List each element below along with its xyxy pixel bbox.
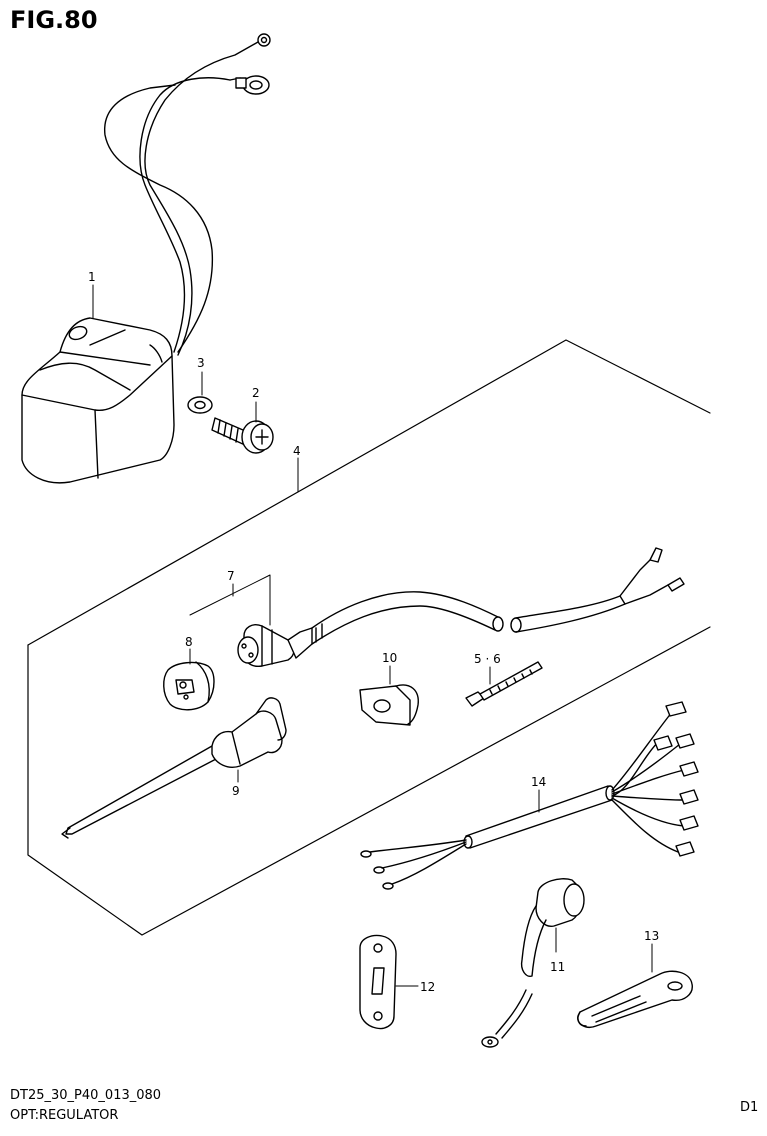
callout-12: 12 xyxy=(420,980,435,994)
callout-labels: 1 2 3 4 5 · 6 7 8 9 10 11 12 13 14 xyxy=(88,270,659,994)
callout-10: 10 xyxy=(382,651,397,665)
callout-1: 1 xyxy=(88,270,96,284)
callout-14: 14 xyxy=(531,775,546,789)
cable-end-part xyxy=(510,547,685,633)
callout-7: 7 xyxy=(227,569,235,583)
harness-frame xyxy=(27,339,711,936)
callout-5-6: 5 · 6 xyxy=(474,652,501,666)
footer-page-code: D1 xyxy=(740,1100,759,1115)
grommet-part xyxy=(359,665,419,726)
switch-part xyxy=(481,878,585,1048)
connector-cable-part xyxy=(237,591,504,667)
sensor-probe-part xyxy=(61,697,287,839)
washer-part xyxy=(187,371,213,414)
cable-tie-part xyxy=(465,661,543,707)
callout-2: 2 xyxy=(252,386,260,400)
callout-7-bracket xyxy=(189,574,271,626)
bolt-part xyxy=(211,401,274,454)
callout-11: 11 xyxy=(550,960,565,974)
regulator-part xyxy=(21,33,271,484)
callout-13: 13 xyxy=(644,929,659,943)
wire-harness-part xyxy=(360,701,699,890)
footer-caption: OPT:REGULATOR xyxy=(10,1108,119,1123)
footer-part-code: DT25_30_P40_013_080 xyxy=(10,1088,162,1103)
clip-part xyxy=(577,943,693,1028)
cap-part xyxy=(163,648,215,711)
plate-part xyxy=(359,934,419,1030)
callout-3: 3 xyxy=(197,356,205,370)
callout-4: 4 xyxy=(293,444,301,458)
callout-9: 9 xyxy=(232,784,240,798)
figure-label: FIG.80 xyxy=(10,6,98,34)
callout-8: 8 xyxy=(185,635,193,649)
